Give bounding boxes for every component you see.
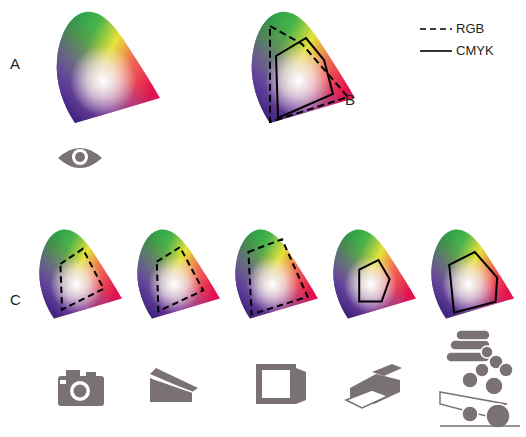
panel-letter: B xyxy=(345,92,355,107)
legend-text: RGB xyxy=(456,22,484,35)
panel-letter: C xyxy=(10,292,21,307)
panel-letter: A xyxy=(10,56,20,71)
legend-sample xyxy=(420,48,452,54)
legend-sample xyxy=(420,26,452,32)
legend-text: CMYK xyxy=(456,44,494,57)
